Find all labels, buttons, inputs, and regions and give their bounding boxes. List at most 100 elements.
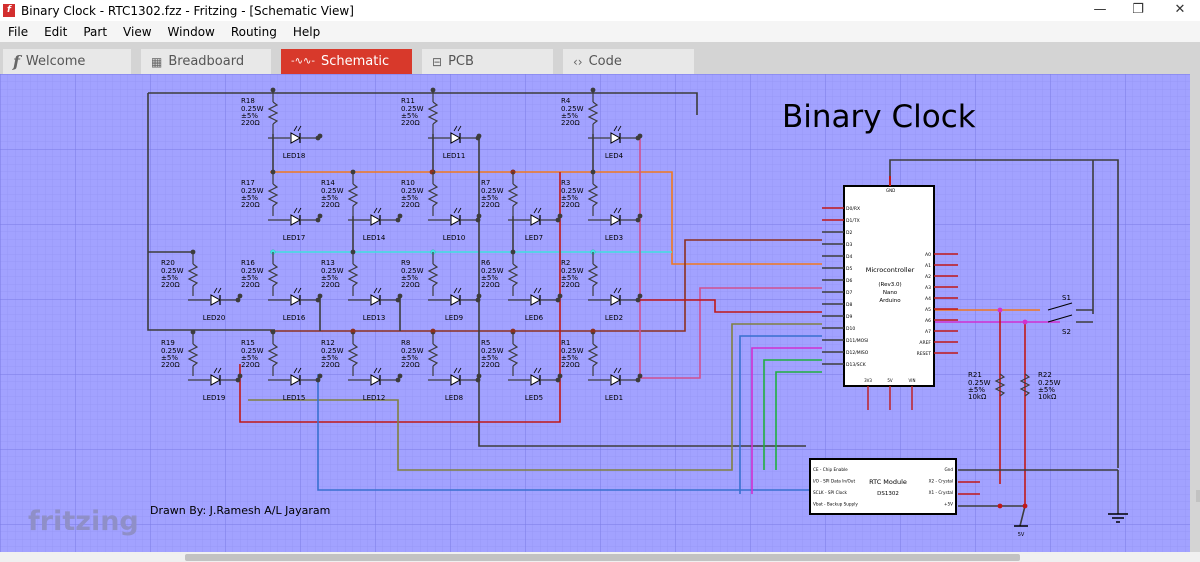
junction-dot xyxy=(557,213,563,219)
resistor-label: R15 xyxy=(241,339,255,347)
resistor-label: R17 xyxy=(241,179,255,187)
scrollbar-thumb[interactable] xyxy=(185,554,1020,561)
resistor-power: 0.25W xyxy=(161,347,184,355)
resistor-zigzag xyxy=(507,343,519,367)
led-arrow xyxy=(457,207,462,214)
fritzing-f-icon: f xyxy=(13,52,20,71)
resistor-power: 0.25W xyxy=(481,347,504,355)
mcu-pin-label: RESET xyxy=(917,351,932,357)
led-arrow xyxy=(293,125,298,132)
left-bus-wire xyxy=(147,93,275,331)
resistor-label: R1 xyxy=(561,339,570,347)
junction-dot xyxy=(997,503,1003,509)
led-label: LED9 xyxy=(445,314,463,322)
led-led2: LED2 xyxy=(588,287,638,322)
resistor-label: R11 xyxy=(401,97,415,105)
maximize-button[interactable]: ❐ xyxy=(1132,2,1144,17)
resistor-label: R21 xyxy=(968,371,982,379)
menu-window[interactable]: Window xyxy=(167,24,215,39)
resistor-zigzag xyxy=(267,343,279,367)
resistor-tolerance: ±5% xyxy=(401,112,418,120)
mcu-pin-label: AREF xyxy=(919,340,931,346)
resistor-power: 0.25W xyxy=(401,347,424,355)
led-arrow xyxy=(537,287,542,294)
led-arrow xyxy=(297,287,302,294)
resistor-zigzag xyxy=(427,343,439,367)
led-triangle xyxy=(610,374,622,386)
led-triangle xyxy=(610,214,622,226)
led-arrow xyxy=(453,207,458,214)
resistor-power: 0.25W xyxy=(321,267,344,275)
rtc-pin-label: X1 - Crystal xyxy=(929,490,953,495)
ground-symbol xyxy=(1108,513,1128,523)
resistor-r6: R60.25W±5%220Ω xyxy=(481,252,519,296)
led-arrow xyxy=(293,207,298,214)
junction-dot xyxy=(476,133,482,139)
led-arrow xyxy=(617,125,622,132)
led-label: LED20 xyxy=(203,314,226,322)
resistor-power: 0.25W xyxy=(241,347,264,355)
resistor-tolerance: ±5% xyxy=(401,194,418,202)
vertical-scrollbar[interactable] xyxy=(1196,490,1200,502)
led-arrow xyxy=(373,367,378,374)
resistor-label: R16 xyxy=(241,259,255,267)
switch-label: S1 xyxy=(1062,294,1071,302)
tab-pcb[interactable]: ⊟ PCB xyxy=(422,49,553,74)
led-triangle xyxy=(450,294,462,306)
schematic-sheet[interactable]: fritzing R180.25W±5%220ΩLED18R110.25W±5%… xyxy=(0,74,1200,552)
red-wire xyxy=(640,299,822,313)
window-title: Binary Clock - RTC1302.fzz - Fritzing - … xyxy=(21,3,354,18)
resistor-tolerance: ±5% xyxy=(241,354,258,362)
resistor-label: R12 xyxy=(321,339,335,347)
menu-bar: File Edit Part View Window Routing Help xyxy=(0,21,1200,42)
led-triangle xyxy=(290,294,302,306)
tab-schematic[interactable]: -∿∿- Schematic xyxy=(281,49,412,74)
switch-blade xyxy=(1047,302,1073,311)
breadboard-icon: ▦ xyxy=(151,54,163,69)
resistor-power: 0.25W xyxy=(241,187,264,195)
led-arrow xyxy=(613,125,618,132)
green-wire xyxy=(763,359,822,470)
led-arrow xyxy=(617,367,622,374)
led-arrow xyxy=(537,367,542,374)
resistor-tolerance: ±5% xyxy=(561,112,578,120)
resistor-power: 0.25W xyxy=(241,105,264,113)
menu-edit[interactable]: Edit xyxy=(44,24,68,39)
led-arrow xyxy=(453,287,458,294)
mcu-pin-label: D0/RX xyxy=(846,206,860,212)
menu-file[interactable]: File xyxy=(8,24,29,39)
title-bar: f Binary Clock - RTC1302.fzz - Fritzing … xyxy=(0,0,1200,21)
led-triangle xyxy=(610,132,622,144)
resistor-zigzag xyxy=(347,343,359,367)
resistor-tolerance: ±5% xyxy=(401,354,418,362)
resistor-value: 220Ω xyxy=(321,281,340,289)
led-arrow xyxy=(213,367,218,374)
menu-view[interactable]: View xyxy=(123,24,152,39)
tab-code[interactable]: ‹› Code xyxy=(563,49,694,74)
resistor-spec: 0.25W xyxy=(1038,379,1061,387)
mcu-pin-label: A3 xyxy=(925,285,931,291)
resistor-power: 0.25W xyxy=(481,187,504,195)
menu-help[interactable]: Help xyxy=(292,24,321,39)
menu-routing[interactable]: Routing xyxy=(230,24,277,39)
resistor-value: 220Ω xyxy=(481,361,500,369)
minimize-button[interactable]: — xyxy=(1093,2,1107,17)
close-button[interactable]: ✕ xyxy=(1174,2,1186,17)
menu-part[interactable]: Part xyxy=(83,24,108,39)
resistor-value: 220Ω xyxy=(561,201,580,209)
junction-dot xyxy=(476,373,482,379)
led-triangle xyxy=(530,374,542,386)
resistor-zigzag xyxy=(587,343,599,367)
led-led4: LED4 xyxy=(588,125,638,160)
led-triangle xyxy=(370,214,382,226)
resistor-zigzag xyxy=(587,183,599,207)
tab-welcome[interactable]: f Welcome xyxy=(3,49,131,74)
tab-label: PCB xyxy=(448,54,474,69)
tab-breadboard[interactable]: ▦ Breadboard xyxy=(141,49,271,74)
led-led1: LED1 xyxy=(588,367,638,402)
